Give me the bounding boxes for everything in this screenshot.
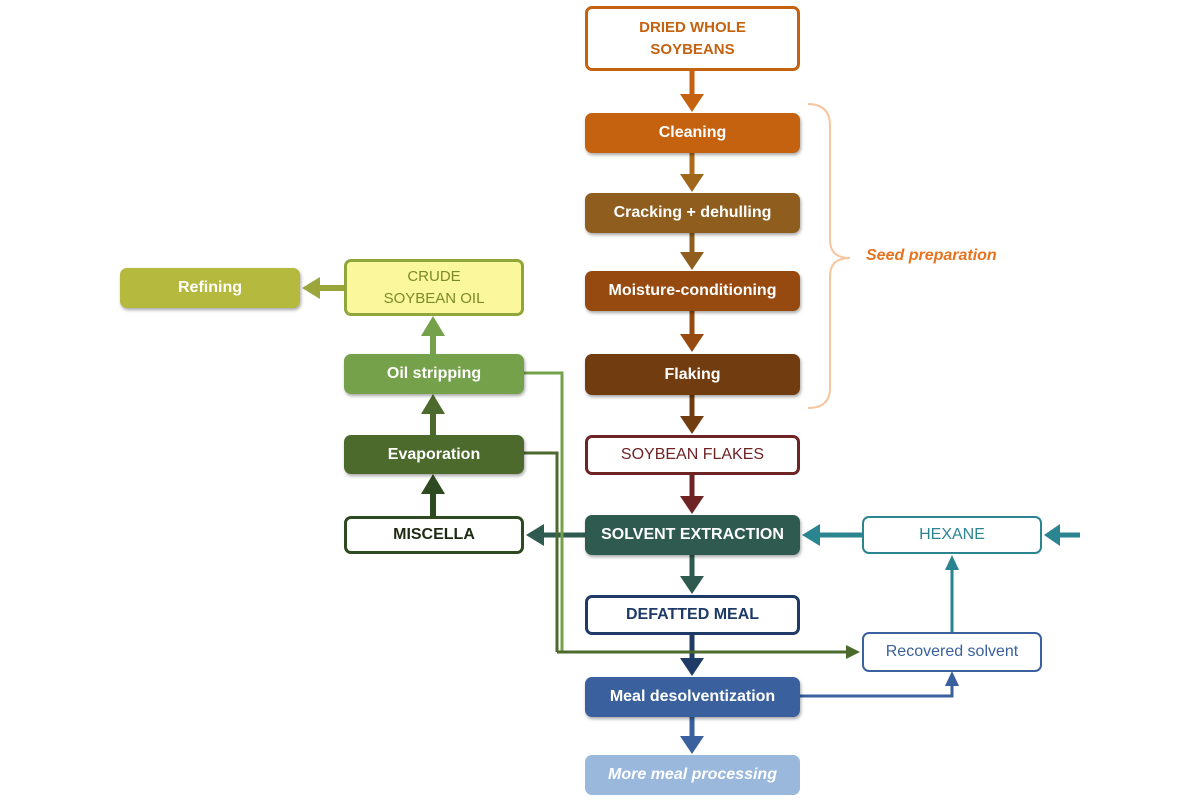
arrow-extraction-to-miscella-head	[526, 524, 544, 546]
node-moisture-conditioning: Moisture-conditioning	[585, 271, 800, 311]
node-oil-stripping: Oil stripping	[344, 354, 524, 394]
arrow-flaking-to-flakes-head	[680, 416, 704, 434]
arrow-stripping-to-crude-oil-head	[421, 316, 445, 336]
node-cleaning: Cleaning	[585, 113, 800, 153]
node-hexane: HEXANE	[862, 516, 1042, 554]
arrow-extraction-to-defatted-head	[680, 576, 704, 594]
seed-preparation-bracket	[807, 103, 851, 409]
node-more-meal-processing: More meal processing	[585, 755, 800, 795]
arrow-cracking-to-moisture-head	[680, 252, 704, 270]
node-meal-desolventization: Meal desolventization	[585, 677, 800, 717]
arrow-hexane-input-head	[1044, 524, 1060, 546]
node-crude-soybean-oil: CRUDE SOYBEAN OIL	[344, 259, 524, 316]
node-solvent-extraction: SOLVENT EXTRACTION	[585, 515, 800, 555]
node-miscella: MISCELLA	[344, 516, 524, 554]
node-refining: Refining	[120, 268, 300, 308]
arrow-flakes-to-extraction-head	[680, 496, 704, 514]
node-recovered-solvent: Recovered solvent	[862, 632, 1042, 672]
node-dried-whole-soybeans: DRIED WHOLE SOYBEANS	[585, 6, 800, 71]
arrow-defatted-to-desolventization-head	[680, 658, 704, 676]
arrow-cleaning-to-cracking-head	[680, 174, 704, 192]
arrow-desolventization-to-more-head	[680, 736, 704, 754]
node-evaporation: Evaporation	[344, 435, 524, 474]
arrow-evaporation-to-stripping-head	[421, 394, 445, 414]
line-evaporation-solvent-return	[524, 451, 559, 652]
arrow-hexane-to-extraction-head	[802, 524, 820, 546]
arrow-crude-oil-to-refining-head	[302, 277, 320, 299]
arrow-recovered-to-hexane-head	[945, 555, 959, 570]
node-flaking: Flaking	[585, 354, 800, 395]
arrow-moisture-to-flaking-head	[680, 334, 704, 352]
node-soybean-flakes: SOYBEAN FLAKES	[585, 435, 800, 475]
arrow-desolventization-to-recovered-head	[945, 671, 959, 686]
arrow-to-recovered-solvent-head	[846, 645, 860, 659]
node-defatted-meal: DEFATTED MEAL	[585, 595, 800, 635]
arrow-miscella-to-evaporation-head	[421, 474, 445, 494]
seed-preparation-label: Seed preparation	[866, 247, 997, 264]
node-cracking-dehulling: Cracking + dehulling	[585, 193, 800, 233]
arrow-soybeans-to-cleaning-head	[680, 94, 704, 112]
line-desolventization-to-recovered	[800, 684, 954, 698]
